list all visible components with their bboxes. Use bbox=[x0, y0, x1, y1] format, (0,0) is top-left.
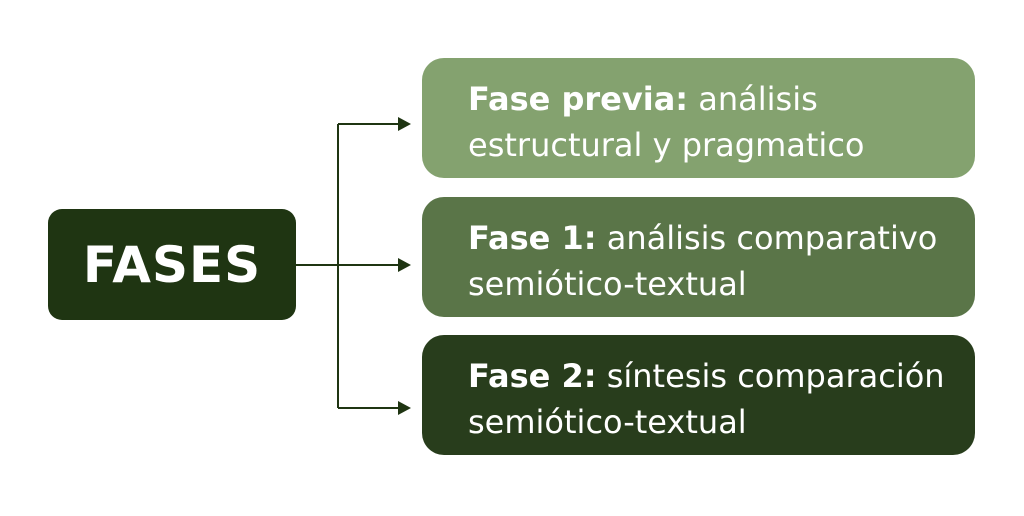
phase-title: Fase 2: bbox=[468, 357, 597, 395]
phase-box-2: Fase 2: síntesis comparación semiótico-t… bbox=[422, 335, 975, 455]
phase-title: Fase previa: bbox=[468, 80, 689, 118]
root-label: FASES bbox=[82, 235, 262, 294]
arrow-head-icon bbox=[398, 258, 411, 272]
arrow-head-icon bbox=[398, 401, 411, 415]
phase-box-1: Fase 1: análisis comparativo semiótico-t… bbox=[422, 197, 975, 317]
phase-box-previa: Fase previa: análisis estructural y prag… bbox=[422, 58, 975, 178]
root-node-fases: FASES bbox=[48, 209, 296, 320]
arrow-head-icon bbox=[398, 117, 411, 131]
phase-text: análisis estructural y pragmatico bbox=[468, 80, 865, 164]
phase-text: análisis comparativo semiótico-textual bbox=[468, 219, 938, 303]
phase-title: Fase 1: bbox=[468, 219, 597, 257]
phase-text: síntesis comparación semiótico-textual bbox=[468, 357, 945, 441]
